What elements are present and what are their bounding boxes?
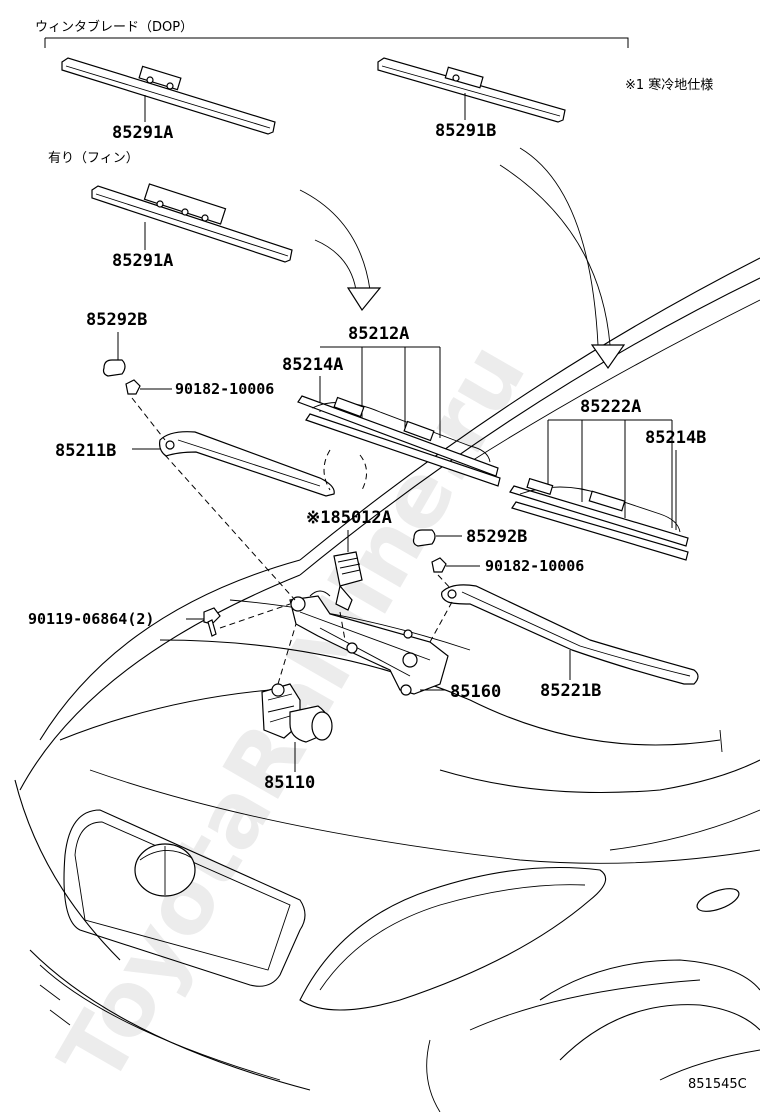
group-bracket [44,37,629,48]
diagram-code: 851545C [688,1077,747,1092]
wiper-motor-85110[interactable] [261,683,333,743]
leader-85212a [320,346,441,438]
wiper-arm-85211b[interactable] [159,431,335,497]
part-85012a-label[interactable]: ※185012A [306,508,392,528]
installation-dash-lines [131,397,453,685]
nut-90182-right[interactable] [431,557,447,573]
winter-blade-85291b[interactable] [377,57,566,123]
part-90182-left-label[interactable]: 90182-10006 [175,380,274,398]
bolt-90119[interactable] [203,607,221,637]
part-85292b-right-label[interactable]: 85292B [466,527,527,547]
winter-blade-85291a-fin[interactable] [91,183,293,263]
side-marker [696,888,740,912]
leader-85222a [547,419,673,528]
arrow-to-left-blade [299,189,382,312]
cap-85292b-right[interactable] [412,529,436,547]
part-85214a-label[interactable]: 85214A [282,355,343,375]
wiper-blade-85222a[interactable] [509,477,689,561]
part-85160-label[interactable]: 85160 [450,682,501,702]
part-85222a-label[interactable]: 85222A [580,397,641,417]
part-85214b-label[interactable]: 85214B [645,428,706,448]
cold-region-note: ※1 寒冷地仕様 [625,77,713,93]
arrow-to-right-blade [499,147,626,370]
wiper-link-85160[interactable] [289,590,449,696]
part-90182-right-label[interactable]: 90182-10006 [485,557,584,575]
winter-blade-85291a[interactable] [61,57,276,135]
part-85291a-fin-label[interactable]: 85291A [112,251,173,271]
headlamp [299,867,607,1011]
nut-90182-left[interactable] [125,379,141,395]
wiper-blade-85212a[interactable] [297,395,501,487]
fin-note: 有り（フィン） [48,151,139,166]
winter-blade-group-label: ウィンタブレード（DOP） [35,19,193,35]
hose-joint-85012a[interactable] [333,551,363,611]
part-85211b-label[interactable]: 85211B [55,441,116,461]
wiper-arm-85221b[interactable] [441,584,699,685]
part-90119-label[interactable]: 90119-06864(2) [28,610,154,628]
part-85212a-label[interactable]: 85212A [348,324,409,344]
part-85291a-label[interactable]: 85291A [112,123,173,143]
vehicle-body-outline [14,257,760,1112]
part-85110-label[interactable]: 85110 [264,773,315,793]
blade-attach-dash-left [323,449,367,491]
part-85221b-label[interactable]: 85221B [540,681,601,701]
part-85292b-left-label[interactable]: 85292B [86,310,147,330]
cap-85292b-left[interactable] [102,359,126,377]
part-85291b-label[interactable]: 85291B [435,121,496,141]
